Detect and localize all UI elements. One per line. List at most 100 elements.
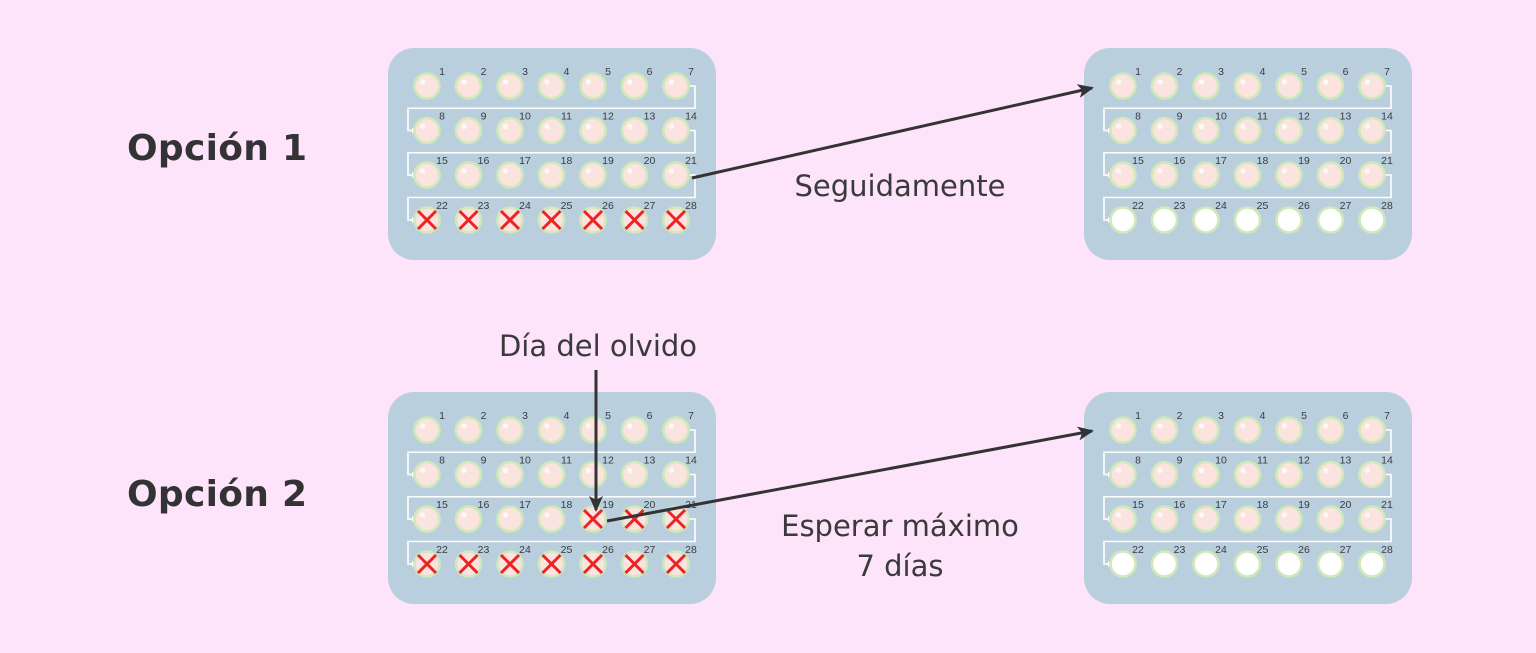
pill-highlight xyxy=(502,79,509,85)
blister-track xyxy=(1103,174,1392,221)
pill-highlight xyxy=(544,467,550,474)
pill-number: 11 xyxy=(1257,455,1268,467)
pill-highlight xyxy=(1198,123,1205,130)
pill-number: 27 xyxy=(644,200,656,212)
pill-day-7: 7 xyxy=(662,66,694,100)
pill-number: 19 xyxy=(1298,499,1310,511)
pill-number: 26 xyxy=(602,544,614,556)
pill-day-3: 3 xyxy=(496,410,528,444)
pill-highlight xyxy=(668,123,675,130)
pill-number: 22 xyxy=(436,200,448,212)
pill-number: 26 xyxy=(1298,200,1310,212)
pill-day-23: 23 xyxy=(454,544,489,578)
pill-highlight xyxy=(1323,79,1329,85)
pill-highlight xyxy=(461,512,467,518)
pill-number: 14 xyxy=(1381,111,1393,123)
pill-highlight xyxy=(1240,168,1246,174)
pill-day-21: 21 xyxy=(1358,499,1393,533)
pill-day-14: 14 xyxy=(662,455,697,489)
pill-number: 16 xyxy=(1174,155,1186,167)
pill-day-24: 24 xyxy=(496,544,531,578)
pill-day-27: 27 xyxy=(1316,544,1352,578)
pill-highlight xyxy=(1364,168,1371,174)
pill-number: 7 xyxy=(688,410,694,422)
pill-day-12: 12 xyxy=(1275,455,1310,489)
pill-number: 1 xyxy=(439,66,445,78)
pill-number: 13 xyxy=(644,111,656,123)
cross-icon xyxy=(665,553,687,575)
pill-day-3: 3 xyxy=(1192,410,1224,444)
pill-number: 9 xyxy=(1177,111,1183,123)
pill-day-12: 12 xyxy=(579,111,614,145)
cross-icon xyxy=(665,209,687,231)
pill-highlight xyxy=(544,512,550,518)
pill-day-16: 16 xyxy=(1150,499,1185,533)
cross-icon xyxy=(582,209,604,231)
cross-icon xyxy=(624,508,645,530)
pill-number: 16 xyxy=(478,499,490,511)
pill-highlight xyxy=(1364,79,1371,85)
pill-number: 10 xyxy=(1215,455,1227,467)
pill-day-20: 20 xyxy=(620,499,656,533)
pill-highlight xyxy=(419,123,426,130)
pill-highlight xyxy=(1115,467,1122,474)
cross-icon xyxy=(458,553,479,575)
pill-number: 6 xyxy=(1343,66,1349,78)
option-2-caption-line1: Esperar máximo xyxy=(781,509,1019,543)
pill-day-3: 3 xyxy=(496,66,528,100)
pill-number: 11 xyxy=(561,455,572,467)
pill-highlight xyxy=(1281,79,1288,85)
pill-number: 20 xyxy=(644,499,656,511)
pill-day-10: 10 xyxy=(1192,455,1227,489)
pill-day-26: 26 xyxy=(579,200,614,234)
pill-day-15: 15 xyxy=(1109,155,1144,189)
pill-number: 9 xyxy=(481,455,487,467)
pill-highlight xyxy=(1323,168,1329,174)
pill-day-1: 1 xyxy=(1109,66,1141,100)
pill-highlight xyxy=(1115,423,1122,429)
pill-day-23: 23 xyxy=(454,200,490,234)
pill-day-4: 4 xyxy=(1233,410,1266,444)
pill-number: 20 xyxy=(644,155,656,167)
arrow-option-1 xyxy=(691,84,1094,180)
pill-number: 21 xyxy=(1381,499,1393,511)
pill-number: 13 xyxy=(1340,111,1352,123)
pill-number: 5 xyxy=(1301,66,1307,78)
pill-number: 23 xyxy=(1174,200,1186,212)
cross-icon xyxy=(416,209,438,231)
pill-day-9: 9 xyxy=(454,455,487,489)
pill-highlight xyxy=(1157,512,1163,518)
pill-highlight xyxy=(1323,512,1329,518)
pill-day-13: 13 xyxy=(620,455,655,489)
pill-day-18: 18 xyxy=(1233,499,1268,533)
pill-day-22: 22 xyxy=(413,544,448,578)
pill-number: 15 xyxy=(1132,155,1144,167)
pill-day-11: 11 xyxy=(537,455,572,489)
pill-number: 19 xyxy=(602,155,614,167)
pill-day-20: 20 xyxy=(1316,155,1351,189)
pill-number: 27 xyxy=(1340,544,1352,556)
pill-day-13: 13 xyxy=(1316,111,1352,145)
pill-number: 8 xyxy=(439,455,445,467)
pill-highlight xyxy=(585,168,592,174)
pill-number: 23 xyxy=(478,200,490,212)
pill-number: 18 xyxy=(1257,155,1269,167)
pill-highlight xyxy=(419,168,426,174)
cross-icon xyxy=(499,209,521,231)
pill-number: 3 xyxy=(522,410,528,422)
pill-day-2: 2 xyxy=(1150,66,1183,100)
pill-highlight xyxy=(1240,423,1246,429)
cross-icon xyxy=(665,508,687,530)
pill-number: 28 xyxy=(1381,200,1393,212)
pill-day-16: 16 xyxy=(454,155,489,189)
pill-number: 9 xyxy=(1177,455,1183,467)
pill-highlight xyxy=(585,423,592,429)
cross-icon xyxy=(624,553,645,575)
pill-highlight xyxy=(544,423,550,429)
pill-number: 18 xyxy=(561,155,573,167)
pill-day-3: 3 xyxy=(1192,66,1224,100)
pill-day-4: 4 xyxy=(537,410,570,444)
pill-day-18: 18 xyxy=(1233,155,1269,189)
pill-number: 7 xyxy=(1384,410,1390,422)
